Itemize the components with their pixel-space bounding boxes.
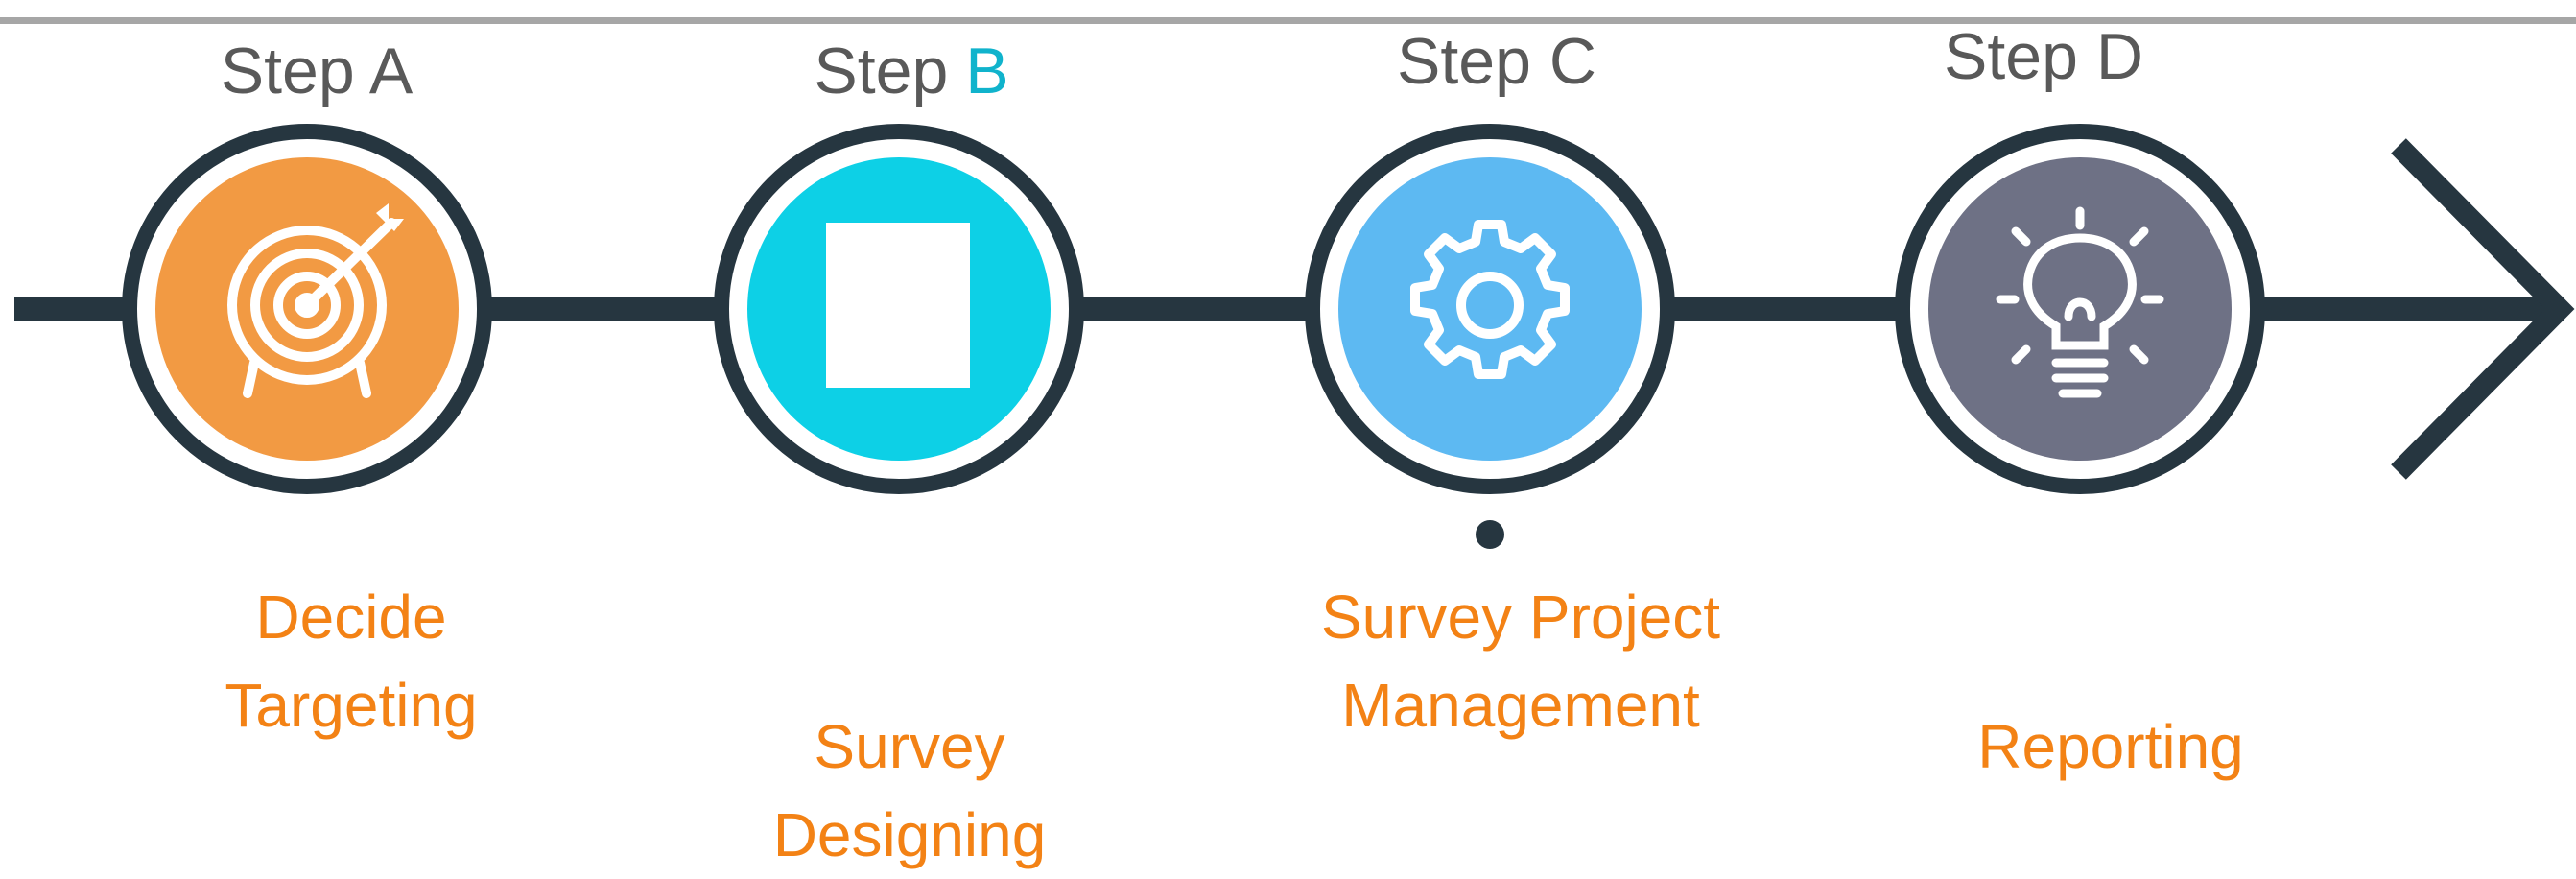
step-a-description: Decide Targeting [159,573,543,749]
step-b-prefix: Step [814,35,949,107]
step-b-letter: B [965,35,1009,107]
lightbulb-icon [1996,206,2164,398]
target-icon [227,203,404,398]
step-d-desc-line-1: Reporting [1977,712,2244,781]
step-a-desc-line-1: Decide [255,582,447,652]
top-divider [0,17,2576,24]
step-c-desc-line-2: Management [1341,671,1700,740]
step-d-label: Step D [1944,20,2143,93]
step-b-desc-line-2: Designing [772,800,1047,869]
step-c-node [1305,124,1675,494]
step-a-desc-line-2: Targeting [225,671,478,740]
gear-icon [1410,220,1570,379]
blank-square-icon [826,223,970,388]
arrow-head-icon [2391,138,2575,480]
step-b-node [714,124,1084,494]
step-c-description: Survey Project Management [1281,573,1761,749]
indicator-dot [1476,520,1504,549]
step-c-label: Step C [1397,25,1596,98]
step-b-desc-line-1: Survey [814,712,1005,781]
step-a-label: Step A [220,35,414,107]
step-d-description: Reporting [1919,702,2303,791]
step-a-node [122,124,492,494]
step-b-description: Survey Designing [718,702,1101,879]
step-c-desc-line-1: Survey Project [1320,582,1721,652]
step-d-node [1895,124,2265,494]
